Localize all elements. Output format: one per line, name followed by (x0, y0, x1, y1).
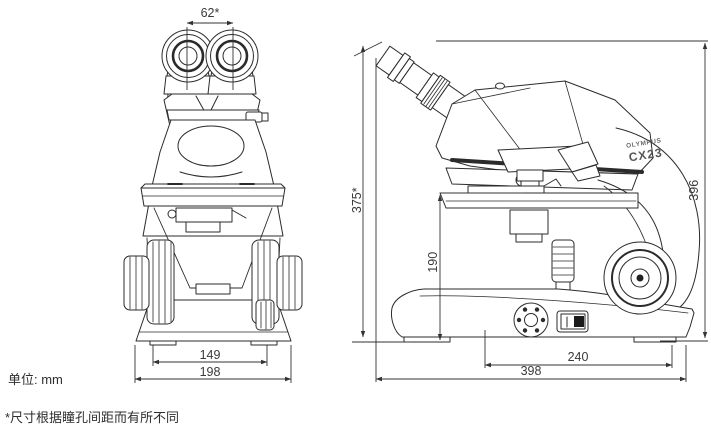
dim-total-depth: 398 (520, 364, 542, 378)
footnote-interpupillary: *尺寸根据瞳孔间距而有所不同 (5, 410, 180, 425)
dim-front-base-width: 198 (199, 365, 221, 379)
unit-label: 单位: mm (8, 372, 63, 387)
dimension-annotations (134, 20, 708, 383)
side-view-drawing (375, 45, 701, 343)
front-view-drawing (123, 29, 303, 346)
dim-eyepiece-spread: 62* (200, 6, 220, 20)
dim-base-depth: 240 (567, 350, 589, 364)
dim-stage-height: 190 (425, 251, 440, 273)
dim-height-to-eyepiece: 375* (349, 187, 364, 214)
dim-total-height: 396 (686, 179, 701, 201)
dim-front-inner-width: 149 (199, 348, 221, 362)
